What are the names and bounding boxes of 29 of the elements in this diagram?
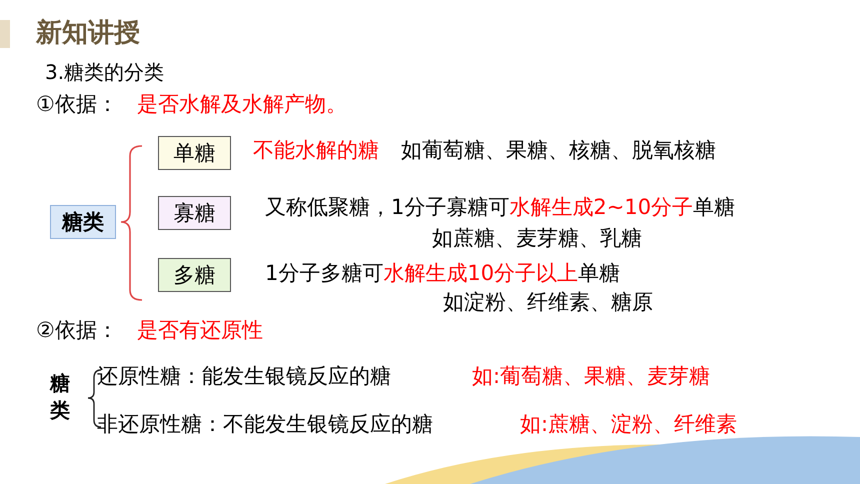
highlighted-text: 不能水解的糖 (253, 138, 379, 164)
type-box (158, 258, 231, 292)
box-label: 寡糖 (174, 200, 216, 227)
example-text: 如:葡萄糖、果糖、麦芽糖 (472, 364, 710, 390)
definition-text: 非还原性糖：不能发生银镜反应的糖 (97, 412, 433, 438)
definition-text: 还原性糖：能发生银镜反应的糖 (97, 364, 391, 390)
description-text: 如葡萄糖、果糖、核糖、脱氧核糖 (401, 138, 716, 164)
type-box (158, 196, 231, 230)
highlighted-text: 水解生成10分子以上 (383, 261, 578, 286)
category-box (50, 205, 116, 239)
type-box (158, 136, 231, 170)
box-label: 单糖 (174, 140, 216, 167)
section-title: 3.糖类的分类 (45, 60, 164, 84)
highlighted-text: 水解生成2~10分子 (509, 195, 694, 220)
group-label: 糖类 (50, 370, 71, 424)
description-text: 又称低聚糖，1分子寡糖可 (265, 195, 510, 220)
criterion-label: ②依据： (36, 318, 118, 344)
criterion-text: 是否有还原性 (137, 318, 263, 344)
example-text: 如:蔗糖、淀粉、纤维素 (520, 412, 738, 438)
section-heading: 新知讲授 (36, 18, 140, 50)
description-text: 如蔗糖、麦芽糖、乳糖 (432, 226, 642, 252)
criterion-text: 是否水解及水解产物。 (137, 92, 347, 118)
box-label: 多糖 (174, 262, 216, 289)
description-text: 单糖 (693, 195, 736, 220)
box-label: 糖类 (62, 209, 104, 236)
description-text: 如淀粉、纤维素、糖原 (443, 290, 653, 316)
criterion-label: ①依据： (36, 92, 118, 118)
description-text: 1分子多糖可 (265, 261, 384, 286)
description-text: 单糖 (578, 261, 620, 286)
